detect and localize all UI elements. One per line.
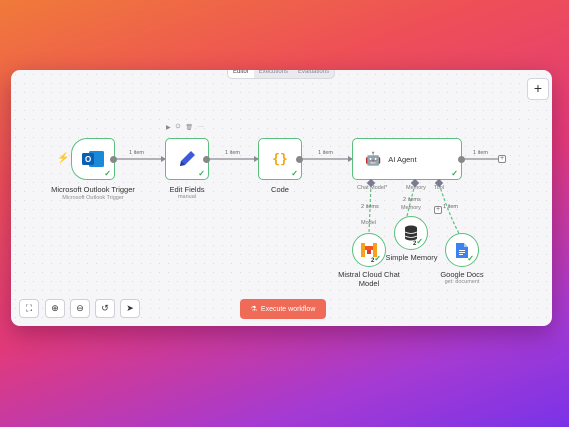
chat-model-port-label: Chat Model* bbox=[357, 185, 388, 191]
power-icon[interactable]: ⏻ bbox=[175, 124, 181, 130]
memory-sub-label: Memory bbox=[401, 205, 421, 211]
add-tool-icon[interactable]: + bbox=[434, 206, 442, 214]
cursor-select-icon[interactable]: ➤ bbox=[120, 299, 140, 318]
code-node-label: Code bbox=[271, 185, 289, 194]
svg-text:O: O bbox=[85, 155, 91, 164]
simple-memory-node[interactable]: 2 ✓ bbox=[394, 216, 428, 250]
zoom-in-icon[interactable]: ⊕ bbox=[45, 299, 65, 318]
output-port[interactable] bbox=[296, 156, 303, 163]
workflow-editor-window: Editor Executions Evaluations + ▶ ⏻ 🗑 ··… bbox=[11, 70, 552, 326]
tab-evaluations[interactable]: Evaluations bbox=[298, 70, 330, 75]
outlook-node-sublabel: Microsoft Outlook Trigger bbox=[62, 195, 124, 201]
more-icon[interactable]: ··· bbox=[198, 124, 204, 130]
mistral-run-count: 2 bbox=[371, 258, 375, 264]
google-docs-node[interactable]: ✓ bbox=[445, 233, 479, 267]
edge-item-count: 1 item bbox=[225, 150, 240, 156]
success-check-icon: ✓ bbox=[291, 169, 298, 178]
edit-fields-sublabel: manual bbox=[177, 194, 197, 200]
memory-edge-items: 2 items bbox=[403, 197, 421, 203]
tool-edge-items: 1 item bbox=[443, 204, 458, 210]
edge-item-count: 1 item bbox=[129, 150, 144, 156]
add-next-node-icon[interactable]: + bbox=[498, 155, 506, 163]
tab-editor[interactable]: Editor bbox=[228, 70, 254, 78]
ai-agent-node[interactable]: 🤖 AI Agent ✓ bbox=[352, 138, 462, 180]
flask-icon: ⚗ bbox=[250, 306, 257, 313]
node-mini-toolbar: ▶ ⏻ 🗑 ··· bbox=[166, 124, 204, 131]
success-check-icon: ✓ bbox=[104, 169, 111, 178]
google-docs-label: Google Docs bbox=[440, 270, 484, 279]
outlook-icon: O bbox=[82, 151, 104, 167]
database-icon bbox=[404, 225, 418, 241]
execute-workflow-button[interactable]: ⚗ Execute workflow bbox=[240, 299, 326, 319]
connection-lines bbox=[113, 156, 498, 238]
output-port[interactable] bbox=[110, 156, 117, 163]
edit-fields-node[interactable]: ✓ bbox=[165, 138, 209, 180]
tool-port-label: Tool bbox=[434, 185, 445, 191]
success-check-icon: ✓ bbox=[374, 254, 381, 263]
code-node[interactable]: {} ✓ bbox=[258, 138, 302, 180]
mistral-icon bbox=[361, 243, 377, 257]
view-tabs: Editor Executions Evaluations bbox=[227, 70, 336, 79]
ai-agent-label: AI Agent bbox=[388, 154, 417, 164]
pencil-icon bbox=[180, 151, 195, 166]
zoom-out-icon[interactable]: ⊖ bbox=[70, 299, 90, 318]
edge-item-count: 1 item bbox=[473, 150, 488, 156]
add-node-button[interactable]: + bbox=[527, 78, 549, 100]
tab-executions[interactable]: Executions bbox=[258, 70, 289, 75]
memory-node-label: Simple Memory bbox=[385, 253, 438, 262]
mistral-node-label: Mistral Cloud Chat Model bbox=[338, 270, 400, 288]
edit-fields-label: Edit Fields bbox=[169, 185, 205, 194]
execute-workflow-label: Execute workflow bbox=[260, 305, 316, 313]
memory-run-count: 2 bbox=[413, 241, 417, 247]
play-icon[interactable]: ▶ bbox=[166, 125, 171, 131]
google-docs-icon bbox=[456, 242, 468, 258]
model-edge-items: 2 items bbox=[361, 204, 379, 210]
success-check-icon: ✓ bbox=[467, 254, 474, 263]
success-check-icon: ✓ bbox=[451, 169, 458, 178]
model-sub-label: Model bbox=[361, 220, 376, 226]
google-docs-sublabel: get: document bbox=[444, 279, 480, 285]
code-braces-icon: {} bbox=[272, 151, 288, 167]
trash-icon[interactable]: 🗑 bbox=[185, 125, 193, 131]
robot-icon: 🤖 bbox=[365, 151, 382, 166]
output-port[interactable] bbox=[203, 156, 210, 163]
reset-zoom-icon[interactable]: ↺ bbox=[95, 299, 115, 318]
outlook-node-label: Microsoft Outlook Trigger bbox=[51, 185, 135, 194]
mistral-chat-model-node[interactable]: 2 ✓ bbox=[352, 233, 386, 267]
memory-port-label: Memory bbox=[406, 185, 426, 191]
trigger-bolt-icon: ⚡ bbox=[57, 153, 70, 164]
success-check-icon: ✓ bbox=[198, 169, 205, 178]
fit-view-icon[interactable]: ⛶ bbox=[19, 299, 39, 318]
success-check-icon: ✓ bbox=[416, 237, 423, 246]
output-port[interactable] bbox=[458, 156, 465, 163]
outlook-trigger-node[interactable]: O ✓ bbox=[71, 138, 115, 180]
edge-item-count: 1 item bbox=[318, 150, 333, 156]
